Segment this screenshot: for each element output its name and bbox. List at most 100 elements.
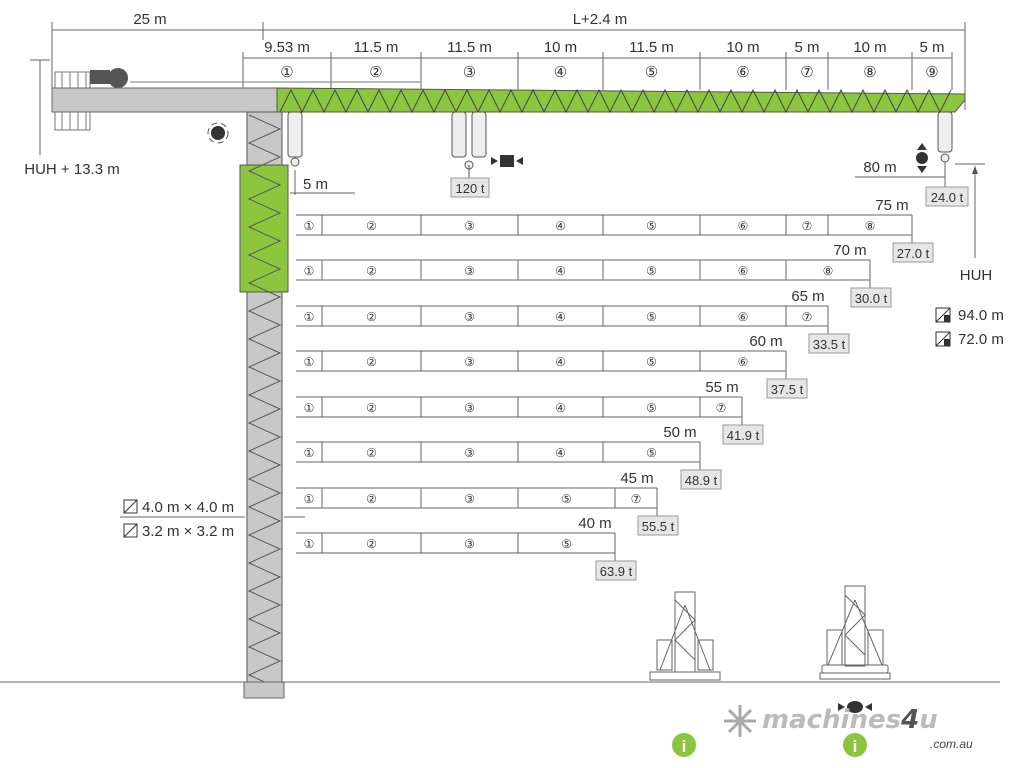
row-section-number: ② [366,310,377,324]
row-radius: 70 m [833,242,866,259]
row-section-number: ⑧ [865,219,876,233]
section-length: 10 m [726,39,759,56]
row-section-number: ⑤ [561,537,572,551]
mast-size-4m-value: 4.0 m × 4.0 m [142,499,234,516]
row-section-number: ① [304,401,315,415]
row-load-value: 27.0 t [897,246,930,261]
max-radius-label: 80 m [863,159,896,176]
tower-mast [239,111,289,699]
section-number: ④ [554,64,567,81]
row-section-number: ① [304,264,315,278]
section-number: ⑧ [863,64,876,81]
row-section-number: ④ [555,401,566,415]
row-section-number: ④ [555,310,566,324]
height-72-value: 72.0 m [958,331,1004,348]
section-length: 10 m [853,39,886,56]
row-section-number: ④ [555,264,566,278]
row-load-tag [680,469,722,490]
row-load-tag [595,560,637,581]
configuration-row: ① ② ③ ⑤ ⑦ 45 m 55.5 t [296,470,679,536]
row-section-number: ③ [464,537,475,551]
section-length: 11.5 m [447,39,492,56]
row-section-number: ⑤ [646,310,657,324]
row-section-number: ② [366,355,377,369]
row-section-number: ⑦ [802,310,813,324]
hook-block-tip [937,111,953,163]
svg-text:.com.au: .com.au [930,737,973,751]
section-number: ③ [463,64,476,81]
row-section-number: ⑤ [646,219,657,233]
svg-text:machines4u: machines4u [762,705,938,735]
section-number: ⑨ [925,64,938,81]
row-section-number: ③ [464,446,475,460]
height-94-row: 94.0 m [935,307,1004,324]
section-length: 11.5 m [354,39,399,56]
section-number: ⑥ [736,64,749,81]
section-length: 5 m [794,39,819,56]
row-section-number: ① [304,492,315,506]
row-load-tag [850,287,892,308]
tip-load-tag [925,186,969,207]
section-number: ② [369,64,382,81]
row-section-number: ③ [464,310,475,324]
info-icon-glyph: i [682,737,687,756]
mast-size-3-2m-value: 3.2 m × 3.2 m [142,523,234,540]
hook-height-label: HUH [960,267,993,284]
row-section-number: ⑦ [716,401,727,415]
row-section-number: ⑤ [561,492,572,506]
base-foundation-undercarriage [819,585,891,680]
section-number: ① [280,64,293,81]
row-radius: 45 m [620,470,653,487]
row-load-value: 48.9 t [685,473,718,488]
row-section-number: ⑥ [738,264,749,278]
hook-block-inner [287,111,303,167]
row-load-tag [892,242,934,263]
trolley-offset-label: 5 m [303,176,328,193]
tip-load-value: 24.0 t [931,190,964,205]
row-section-number: ① [304,219,315,233]
height-72-row: 72.0 m [935,331,1004,348]
mast-size-4m: 4.0 m × 4.0 m [123,499,234,516]
row-load-value: 55.5 t [642,519,675,534]
row-section-number: ③ [464,355,475,369]
row-load-tag [637,515,679,536]
row-section-number: ③ [464,219,475,233]
row-section-number: ⑤ [646,355,657,369]
info-icon-glyph: i [853,737,858,756]
row-radius: 60 m [749,333,782,350]
hook-block-max-load [451,111,487,178]
row-load-value: 41.9 t [727,428,760,443]
row-radius: 65 m [791,288,824,305]
info-icon[interactable]: i [843,733,867,757]
row-section-number: ⑥ [738,355,749,369]
info-icon[interactable]: i [672,733,696,757]
row-section-number: ⑦ [631,492,642,506]
row-section-number: ⑦ [802,219,813,233]
winch [90,68,128,88]
row-radius: 50 m [663,424,696,441]
row-radius: 40 m [578,515,611,532]
row-section-number: ② [366,492,377,506]
row-section-number: ① [304,537,315,551]
section-length: 5 m [919,39,944,56]
row-section-number: ⑤ [646,401,657,415]
counter-jib-length: 25 m [133,11,166,28]
row-section-number: ⑧ [823,264,834,278]
row-section-number: ② [366,219,377,233]
row-load-value: 37.5 t [771,382,804,397]
max-load-value: 120 t [456,181,485,196]
section-number: ⑦ [800,64,813,81]
top-dimension-lines [51,22,966,110]
slewing-icon [207,122,229,144]
row-section-number: ③ [464,401,475,415]
row-section-number: ② [366,537,377,551]
row-section-number: ③ [464,492,475,506]
trolley-travel-icon [491,155,523,167]
mast-size-3-2m: 3.2 m × 3.2 m [123,523,234,540]
row-radius: 55 m [705,379,738,396]
